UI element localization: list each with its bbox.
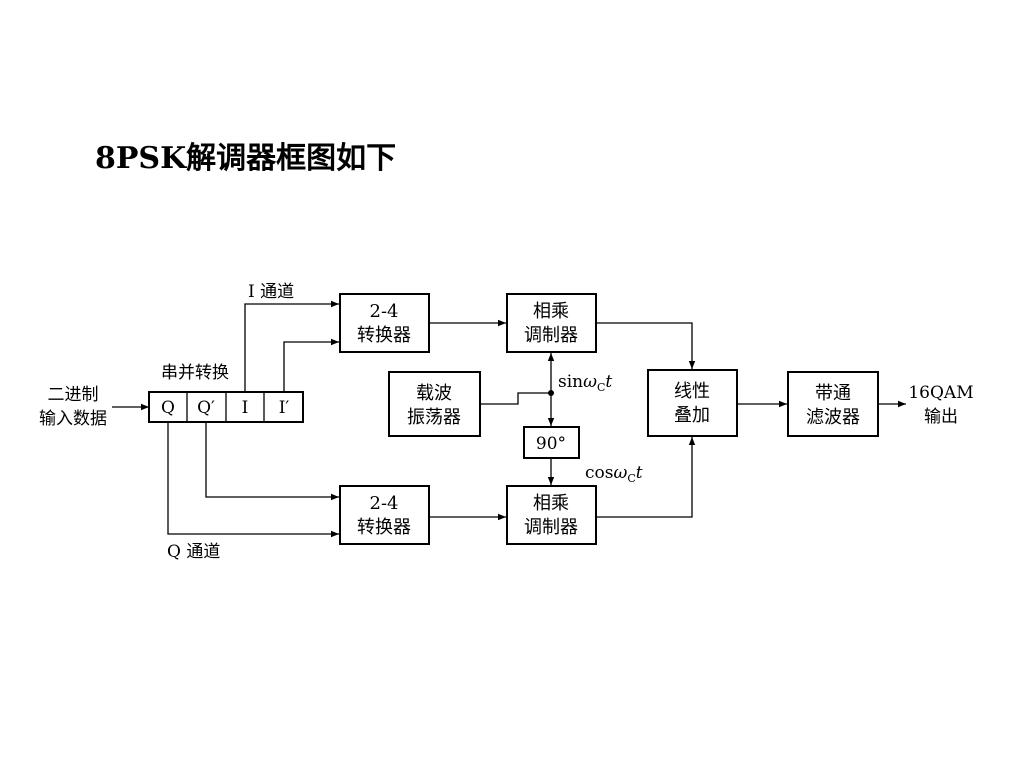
input-label-line2: 输入数据: [39, 409, 107, 429]
svg-text:相乘: 相乘: [533, 301, 569, 322]
converter-bottom: 2-4 转换器: [339, 485, 430, 545]
register-cell-i: I: [242, 398, 249, 418]
svg-text:滤波器: 滤波器: [806, 407, 860, 428]
input-label-line1: 二进制: [48, 385, 99, 405]
svg-text:调制器: 调制器: [524, 325, 578, 346]
i-prime-wire: [283, 338, 339, 392]
q-prime-wire: [205, 422, 339, 501]
mult-top-to-adder: [596, 322, 696, 369]
svg-text:相乘: 相乘: [533, 493, 569, 514]
mult-bottom-to-adder: [596, 437, 696, 518]
svg-text:转换器: 转换器: [357, 325, 411, 346]
i-wire: [244, 300, 339, 392]
register: Q Q′ I I′: [148, 391, 304, 423]
svg-text:2-4: 2-4: [370, 493, 399, 514]
carrier-oscillator: 载波 振荡器: [388, 371, 481, 437]
output-label-line1: 16QAM: [908, 383, 973, 403]
register-cell-q-prime: Q′: [197, 398, 215, 418]
serial-parallel-label: 串并转换: [161, 363, 229, 383]
cos-label: cosωCt: [585, 463, 643, 485]
svg-text:转换器: 转换器: [357, 517, 411, 538]
svg-text:2-4: 2-4: [370, 301, 399, 322]
multiplier-bottom: 相乘 调制器: [506, 485, 597, 545]
svg-text:载波: 载波: [416, 383, 452, 404]
svg-text:带通: 带通: [815, 383, 851, 404]
sin-label: sinωCt: [558, 372, 612, 394]
oscillator-to-junction: [480, 392, 551, 405]
phase-shifter: 90°: [523, 426, 580, 459]
svg-text:90°: 90°: [536, 434, 566, 454]
output-label-line2: 输出: [924, 407, 958, 427]
bandpass-filter: 带通 滤波器: [787, 371, 879, 437]
converter-top: 2-4 转换器: [339, 293, 430, 353]
page-title: 8PSK解调器框图如下: [95, 141, 397, 176]
q-wire: [167, 422, 339, 538]
q-channel-label: Q 通道: [167, 542, 220, 562]
multiplier-top: 相乘 调制器: [506, 293, 597, 353]
register-cell-i-prime: I′: [279, 398, 290, 418]
linear-adder: 线性 叠加: [647, 369, 738, 437]
register-cell-q: Q: [161, 398, 175, 418]
svg-text:振荡器: 振荡器: [407, 407, 461, 428]
svg-text:叠加: 叠加: [674, 405, 710, 426]
i-channel-label: I 通道: [248, 282, 294, 302]
svg-text:调制器: 调制器: [524, 517, 578, 538]
svg-text:线性: 线性: [674, 381, 710, 402]
